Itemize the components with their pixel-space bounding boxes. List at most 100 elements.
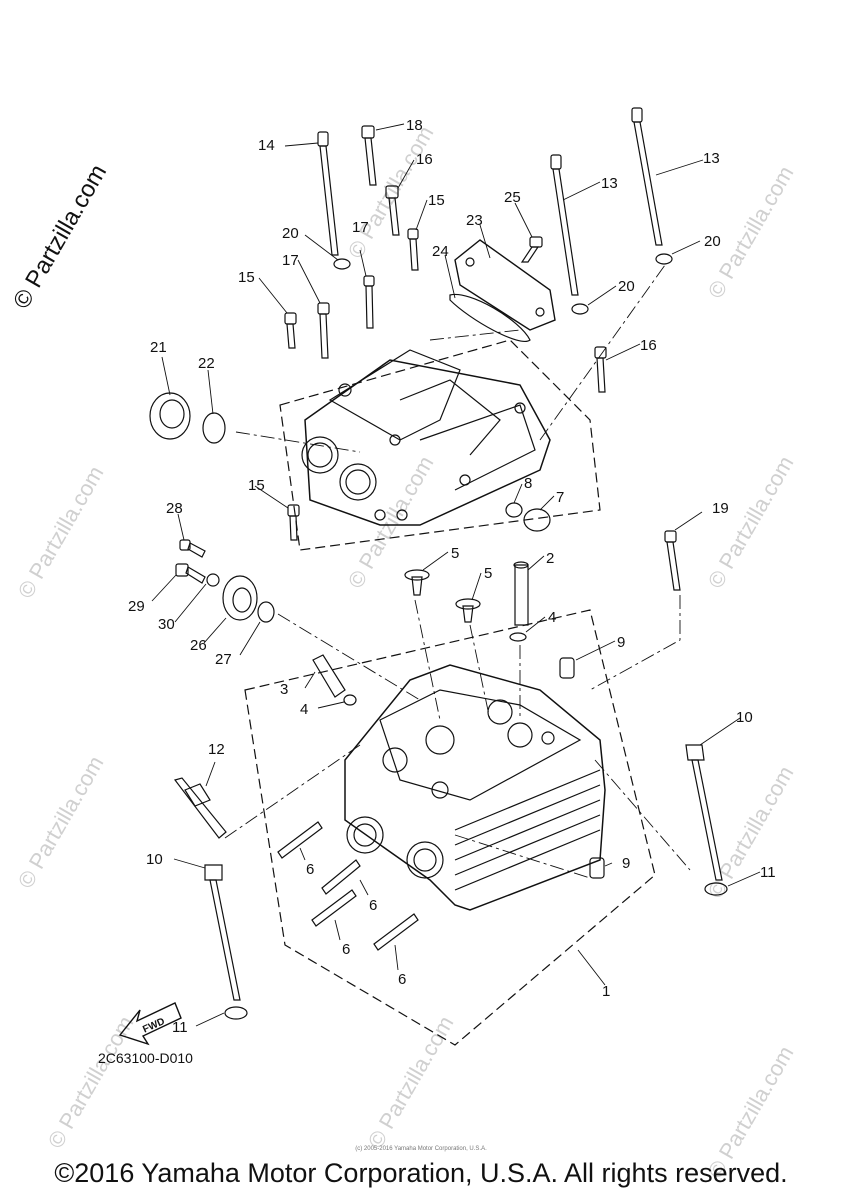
callout: 23 — [466, 212, 483, 229]
callout: 15 — [248, 477, 265, 494]
o-ring-8 — [505, 502, 523, 518]
watermark-layer: © Partzilla.com © Partzilla.com © Partzi… — [13, 122, 799, 1183]
callout: 4 — [300, 701, 308, 718]
bolt-15-bottom — [287, 504, 300, 541]
callout: 24 — [432, 243, 449, 260]
bolt-28 — [179, 539, 206, 558]
bolt-25 — [520, 236, 543, 263]
callout: 5 — [451, 545, 459, 562]
valve-guide-2 — [513, 561, 529, 626]
callout: 16 — [416, 151, 433, 168]
watermark: © Partzilla.com — [703, 452, 799, 593]
callout: 17 — [282, 252, 299, 269]
watermark: © Partzilla.com — [343, 122, 439, 263]
callout: 1 — [602, 983, 610, 1000]
callout: 13 — [703, 150, 720, 167]
callout: 12 — [208, 741, 225, 758]
callout: 15 — [428, 192, 445, 209]
callout: 6 — [398, 971, 406, 988]
callout: 11 — [172, 1019, 188, 1036]
callout: 8 — [524, 475, 532, 492]
stud-6-c — [311, 889, 357, 927]
callout: 29 — [128, 598, 145, 615]
callout: 30 — [158, 616, 175, 633]
callout: 20 — [704, 233, 721, 250]
callout: 2 — [546, 550, 554, 567]
callout: 15 — [238, 269, 255, 286]
clip-4-right — [509, 632, 527, 642]
alignment-lines — [224, 264, 691, 879]
callout: 16 — [640, 337, 657, 354]
fine-print: (c) 2005-2016 Yamaha Motor Corporation, … — [355, 1146, 487, 1152]
stud-6-d — [373, 913, 419, 951]
bolt-13-left — [550, 154, 579, 296]
bolt-19 — [664, 530, 681, 591]
callout-labels: 1 2 3 4 4 5 5 6 6 6 6 7 8 9 9 10 10 11 1… — [128, 117, 776, 1036]
watermark: © Partzilla.com — [43, 1012, 139, 1153]
callout: 17 — [352, 219, 369, 236]
bolt-17-right — [363, 275, 375, 329]
callout: 7 — [556, 489, 564, 506]
housing-26 — [222, 575, 258, 621]
bolt-5-a — [404, 569, 430, 596]
callout: 22 — [198, 355, 215, 372]
washer-11-right — [704, 882, 728, 896]
callout: 25 — [504, 189, 521, 206]
washer-20-c — [571, 303, 589, 315]
plug-7 — [523, 508, 551, 532]
bolt-18 — [361, 125, 377, 186]
callout: 27 — [215, 651, 232, 668]
callout: 21 — [150, 339, 167, 356]
callout: 6 — [306, 861, 314, 878]
callout: 9 — [617, 634, 625, 651]
callout: 11 — [760, 864, 776, 881]
dowel-9-top — [559, 657, 575, 679]
callout: 20 — [282, 225, 299, 242]
washer-30 — [206, 573, 220, 587]
watermark: © Partzilla.com — [363, 1012, 459, 1153]
spark-plug-12 — [173, 777, 227, 839]
watermark: © Partzilla.com — [13, 462, 109, 603]
washer-20-b — [655, 253, 673, 265]
cylinder-head-outline — [244, 609, 656, 1046]
bolt-16-top — [385, 185, 400, 236]
watermark: © Partzilla.com — [703, 762, 799, 903]
diagram-lines — [118, 107, 761, 1046]
bolt-13-right — [631, 107, 663, 246]
bolt-14 — [317, 131, 339, 256]
clip-4-left — [343, 694, 357, 706]
callout: 19 — [712, 500, 729, 517]
fwd-arrow-icon — [118, 1002, 182, 1046]
diagram-code: 2C63100-D010 — [98, 1050, 193, 1066]
washer-20-a — [333, 258, 351, 270]
callout: 26 — [190, 637, 207, 654]
bolt-5-b — [455, 598, 481, 623]
copyright-footer: ©2016 Yamaha Motor Corporation, U.S.A. A… — [54, 1158, 788, 1188]
callout: 9 — [622, 855, 630, 872]
bolt-15-top — [407, 228, 419, 271]
gasket-24 — [449, 293, 531, 342]
stud-6-a — [277, 821, 323, 859]
callout: 28 — [166, 500, 183, 517]
fwd-label: FWD — [141, 1016, 166, 1035]
o-ring-27 — [257, 601, 275, 623]
callout: 13 — [601, 175, 618, 192]
callout: 10 — [146, 851, 163, 868]
head-cover-outline — [279, 339, 601, 551]
callout: 6 — [369, 897, 377, 914]
bolt-15-left — [284, 312, 297, 349]
bolt-29 — [175, 563, 206, 584]
dowel-9-bottom — [589, 857, 605, 879]
washer-11-left — [224, 1006, 248, 1020]
o-ring-22 — [202, 412, 226, 444]
callout: 6 — [342, 941, 350, 958]
leader-lines — [151, 123, 761, 1027]
bolt-10-right — [685, 744, 723, 881]
cap-21 — [149, 392, 191, 440]
callout: 4 — [548, 609, 556, 626]
callout: 20 — [618, 278, 635, 295]
tappet-cover-23 — [454, 239, 556, 331]
bolt-17-left — [317, 302, 330, 359]
